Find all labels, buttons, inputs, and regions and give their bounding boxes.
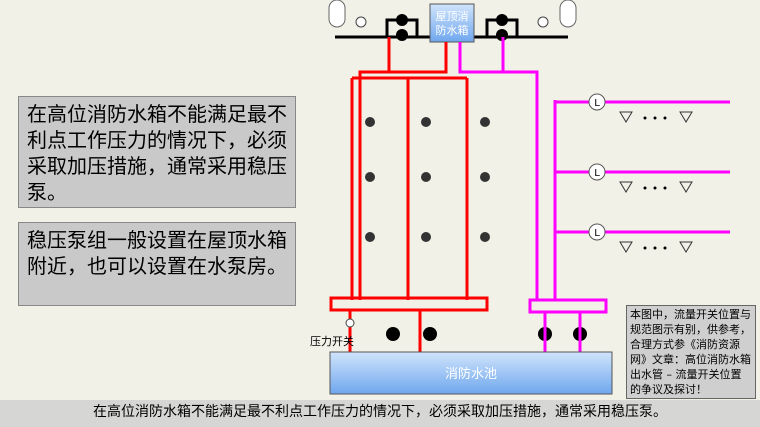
pressure-gauge-icon: [355, 16, 549, 28]
pump-icon: [396, 14, 508, 41]
pressure-vessel-icon: [328, 0, 577, 28]
hydrant-icon: [365, 117, 490, 242]
fire-pool: [329, 351, 613, 395]
fire-pool-label: 消防水池: [445, 366, 497, 382]
roof-tank: [429, 3, 475, 43]
caption-bar: 在高位消防水箱不能满足最不利点工作压力的情况下，必须采取加压措施，通常采用稳压泵…: [0, 400, 760, 427]
text-box-explanation: 在高位消防水箱不能满足最不利点工作压力的情况下，必须采取加压措施，通常采用稳压泵…: [18, 96, 296, 208]
pressure-switch-icon: [345, 318, 355, 328]
sprinkler-pipes: [458, 37, 730, 352]
pressure-switch-label: 压力开关: [310, 334, 354, 348]
fire-water-system-diagram: 屋顶消 防水箱 L L L 压力开关 消防水池: [310, 0, 730, 395]
pump-icon: [386, 327, 587, 341]
flow-switch-icon: [588, 93, 606, 241]
sprinkler-icon: [619, 111, 693, 253]
flow-switch-label: L: [594, 228, 600, 239]
text-box-location: 稳压泵组一般设置在屋顶水箱附近，也可以设置在水泵房。: [18, 222, 296, 306]
roof-tank-label-2: 防水箱: [436, 23, 469, 37]
flow-switch-label: L: [594, 168, 600, 179]
roof-tank-label-1: 屋顶消: [436, 9, 469, 23]
note-box: 本图中，流量开关位置与规范图示有别，供参考，合理方式参《消防资源网》文章：高位消…: [626, 305, 756, 399]
fire-hydrant-pipes: [329, 37, 489, 352]
flow-switch-label: L: [594, 98, 600, 109]
